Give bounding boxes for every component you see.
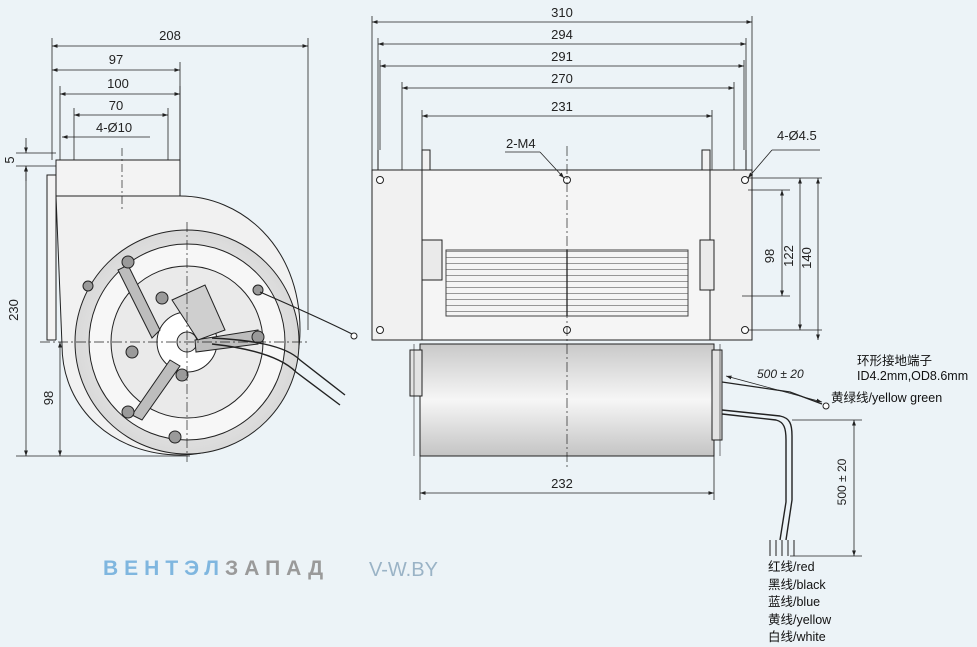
dim-232: 232 [551,476,573,491]
dim-5: 5 [2,156,17,163]
brand-watermark: ВЕНТЭЛЗАПАД [103,557,329,581]
ring-terminal-note: 环形接地端子 ID4.2mm,OD8.6mm [857,354,968,384]
side-view-dimensions [16,38,309,457]
front-view [371,146,830,556]
dim-310: 310 [551,5,573,20]
side-view [40,148,358,462]
ring-terminal-size: ID4.2mm,OD8.6mm [857,369,969,383]
dim-208: 208 [159,28,181,43]
wire-blue: 蓝线/blue [768,595,821,610]
brand-part-1: ВЕНТЭЛ [103,557,226,580]
dim-hole-4-5: 4-Ø4.5 [777,128,817,143]
dim-291: 291 [551,49,573,64]
yellow-green-wire-label: 黄绿线/yellow green [831,391,943,405]
dim-lead-500-a: 500 ± 20 [757,367,804,381]
dim-m4: 2-M4 [506,136,536,151]
dim-122: 122 [781,245,796,267]
side-view-dim-labels: 208 97 100 70 4-Ø10 5 230 98 [2,28,181,405]
dim-97: 97 [109,52,123,67]
site-watermark: V-W.BY [369,559,438,581]
dim-lead-500-b: 500 ± 20 [835,458,849,505]
dim-140: 140 [799,247,814,269]
dim-270: 270 [551,71,573,86]
dim-230: 230 [6,299,21,321]
wire-color-list: 红线/red 黑线/black 蓝线/blue 黄线/yellow 白线/whi… [768,559,831,647]
dim-294: 294 [551,27,573,42]
dim-98-side: 98 [41,391,56,405]
ring-terminal-title: 环形接地端子 [857,354,933,368]
dim-231: 231 [551,99,573,114]
dim-hole-dia: 4-Ø10 [96,120,132,135]
front-view-dimensions [371,16,862,557]
dim-70: 70 [109,98,123,113]
brand-part-2: ЗАПАД [225,557,330,580]
front-view-dim-labels: 310 294 291 270 231 2-M4 4-Ø4.5 98 122 1… [506,5,849,505]
wire-yellow: 黄线/yellow [768,612,832,627]
dim-100: 100 [107,76,129,91]
wire-black: 黑线/black [768,577,826,592]
dim-98-front: 98 [762,249,777,263]
wire-red: 红线/red [768,560,815,574]
wire-white: 白线/white [768,630,826,645]
